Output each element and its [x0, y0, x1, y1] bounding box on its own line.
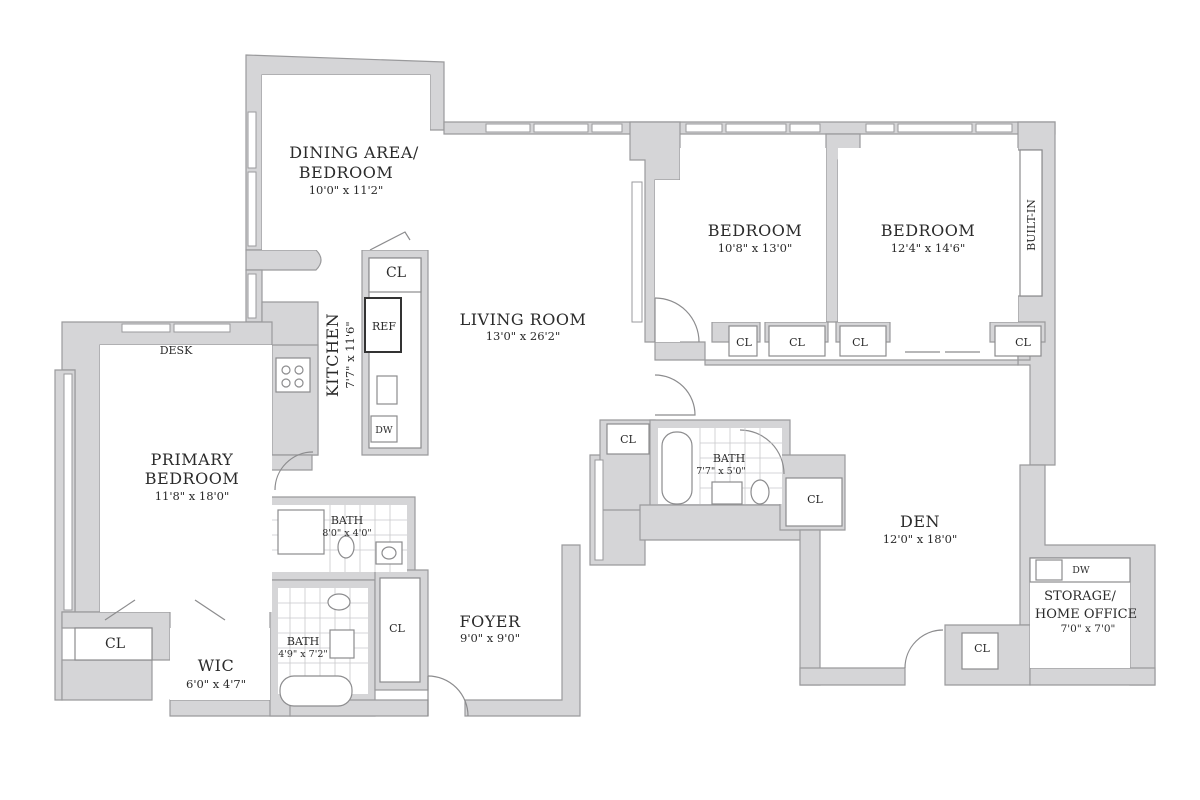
cl-den: CL: [807, 493, 823, 506]
labels: DINING AREA/ BEDROOM 10'0" x 11'2" LIVIN…: [105, 143, 1137, 691]
kitchen-dims: 7'7" x 11'6": [343, 321, 357, 388]
dining-name-1: DINING AREA/: [289, 143, 419, 162]
storage-name-1: STORAGE/: [1044, 589, 1116, 604]
den-dims: 12'0" x 18'0": [883, 532, 958, 546]
bath-hall-name: BATH: [287, 635, 319, 648]
bath-primary-name: BATH: [331, 514, 363, 527]
wic-dims: 6'0" x 4'7": [186, 677, 246, 691]
dining-name-2: BEDROOM: [299, 163, 393, 182]
living-name: LIVING ROOM: [460, 310, 587, 329]
wic-name: WIC: [198, 656, 235, 675]
cl-foyer: CL: [389, 622, 405, 635]
ref-label: REF: [372, 320, 396, 333]
cl-bed1-b: CL: [789, 336, 805, 349]
cl-bed2-a: CL: [852, 336, 868, 349]
foyer-name: FOYER: [459, 612, 520, 631]
storage-dims: 7'0" x 7'0": [1061, 623, 1116, 635]
bedroom2-dims: 12'4" x 14'6": [891, 241, 966, 255]
cl-den-bottom: CL: [974, 642, 990, 655]
windows: [63, 111, 1013, 611]
bedroom2-name: BEDROOM: [881, 221, 975, 240]
cl-kitchen: CL: [386, 265, 406, 281]
dw-kitchen-label: DW: [375, 425, 393, 436]
dining-dims: 10'0" x 11'2": [309, 183, 384, 197]
doors: [104, 231, 980, 717]
built-in-label: BUILT-IN: [1025, 199, 1038, 251]
dw-storage-label: DW: [1072, 565, 1090, 576]
den-name: DEN: [900, 512, 940, 531]
bath-primary-dims: 8'0" x 4'0": [322, 528, 372, 539]
kitchen-name: KITCHEN: [323, 313, 342, 397]
primary-name-2: BEDROOM: [145, 469, 239, 488]
room-interiors: [74, 75, 1131, 700]
storage-name-2: HOME OFFICE: [1035, 607, 1137, 622]
bedroom1-dims: 10'8" x 13'0": [718, 241, 793, 255]
cl-primary: CL: [105, 636, 125, 652]
cl-bed2-b: CL: [1015, 336, 1031, 349]
bath-center-name: BATH: [713, 452, 745, 465]
cl-hall: CL: [620, 433, 636, 446]
bath-center-dims: 7'7" x 5'0": [696, 466, 746, 477]
fixtures: [277, 365, 1063, 707]
living-dims: 13'0" x 26'2": [486, 329, 561, 343]
primary-name-1: PRIMARY: [151, 450, 234, 469]
foyer-dims: 9'0" x 9'0": [460, 631, 520, 645]
primary-dims: 11'8" x 18'0": [155, 489, 230, 503]
bath-hall-dims: 4'9" x 7'2": [278, 649, 328, 660]
bedroom1-name: BEDROOM: [708, 221, 802, 240]
cl-bed1-a: CL: [736, 336, 752, 349]
desk-label: DESK: [160, 344, 193, 357]
